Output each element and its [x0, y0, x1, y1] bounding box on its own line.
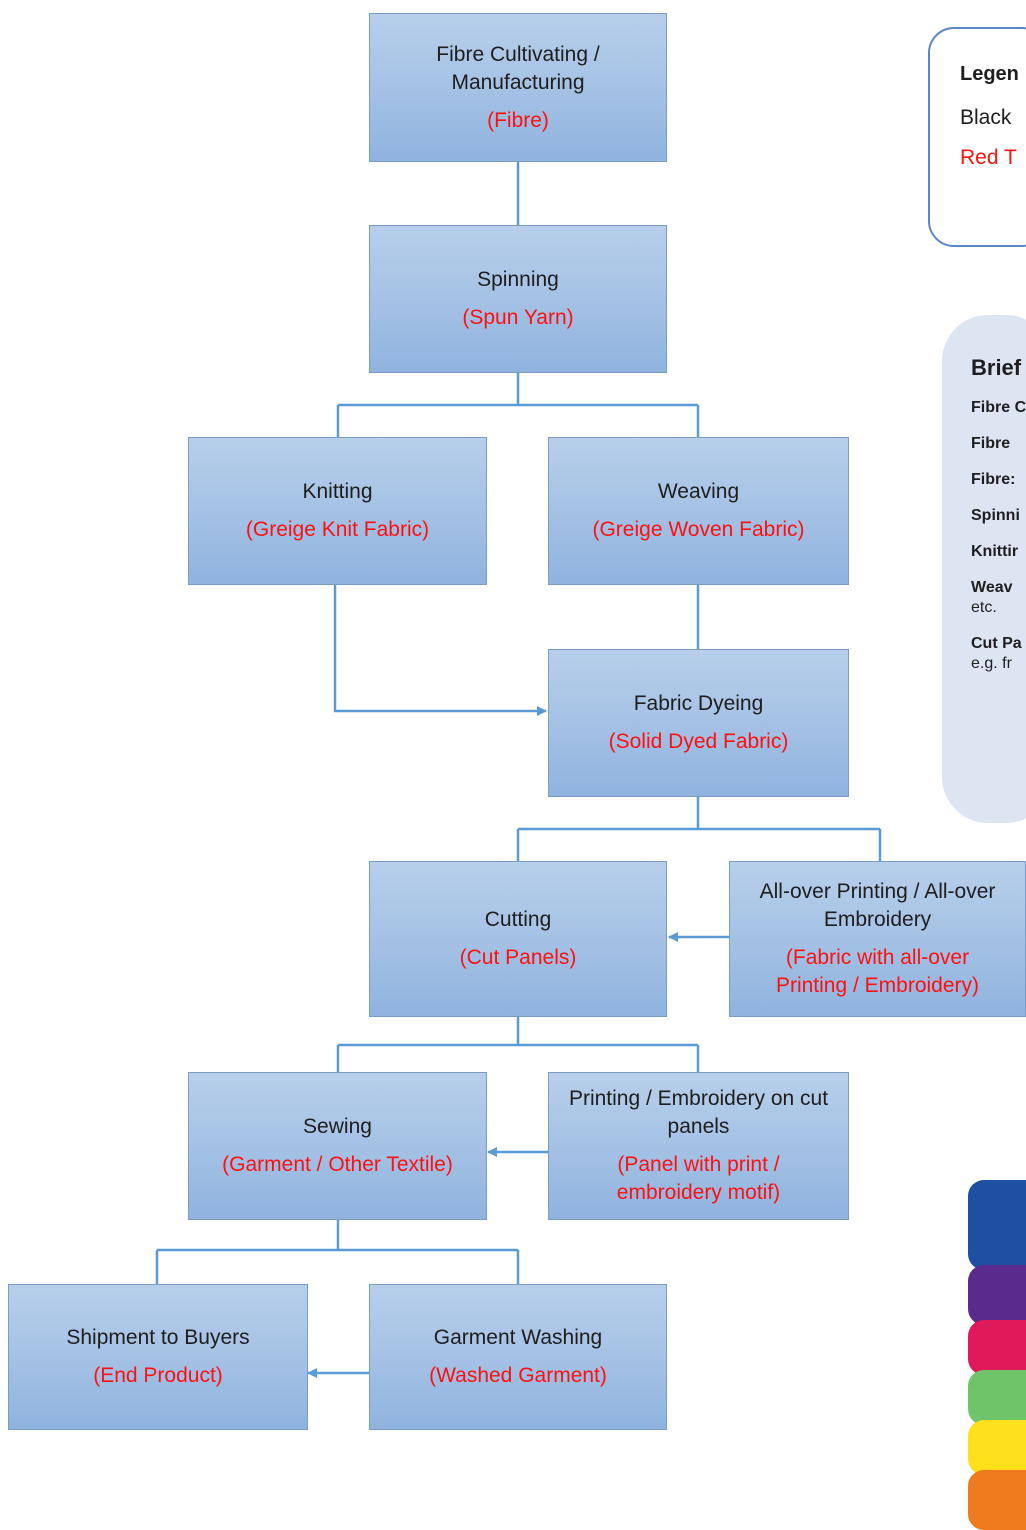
- node-title: Shipment to Buyers: [66, 1326, 250, 1349]
- brief-item-label: Cut Pa: [971, 635, 1022, 652]
- node-output: (Cut Panels): [459, 946, 577, 969]
- fabric-rolls-image: [968, 1180, 1026, 1530]
- legend-title: Legen: [960, 63, 1019, 85]
- brief-item-label: Weav: [971, 579, 1013, 596]
- connector-spinning-split: [336, 373, 700, 437]
- node-garment-washing: Garment Washing (Washed Garment): [369, 1284, 667, 1430]
- node-knitting: Knitting (Greige Knit Fabric): [188, 437, 487, 585]
- node-title: Fabric Dyeing: [633, 692, 764, 715]
- node-title: Spinning: [477, 268, 559, 291]
- brief-item: Fibre: [971, 435, 1026, 453]
- brief-item: Knittir: [971, 543, 1026, 561]
- node-title: All-over Printing / All-over Embroidery: [759, 880, 996, 931]
- node-output: (Solid Dyed Fabric): [608, 730, 789, 753]
- legend-box: Legen Black Red T: [928, 27, 1026, 247]
- brief-description-box: Brief Fibre C Fibre Fibre: Spinni Knitti…: [942, 315, 1026, 823]
- fabric-roll-pink: [968, 1320, 1026, 1375]
- brief-item-label: Fibre:: [971, 471, 1016, 488]
- brief-item: Fibre:: [971, 471, 1026, 489]
- node-title: Cutting: [484, 908, 552, 931]
- brief-item: Cut Pa e.g. fr: [971, 635, 1026, 673]
- brief-item: Fibre C: [971, 399, 1026, 417]
- node-cutting: Cutting (Cut Panels): [369, 861, 667, 1017]
- brief-item: Weav etc.: [971, 579, 1026, 617]
- node-title: Garment Washing: [433, 1326, 603, 1349]
- brief-item-continuation: e.g. fr: [971, 655, 1012, 672]
- node-output: (Washed Garment): [429, 1364, 607, 1387]
- connector-cutting-split: [336, 1017, 700, 1072]
- node-weaving: Weaving (Greige Woven Fabric): [548, 437, 849, 585]
- fabric-roll-yellow: [968, 1420, 1026, 1475]
- node-output: (Greige Knit Fabric): [245, 518, 430, 541]
- brief-title: Brief: [971, 355, 1022, 380]
- node-title: Weaving: [657, 480, 740, 503]
- fabric-roll-blue: [968, 1180, 1026, 1270]
- node-title: Printing / Embroidery on cut panels: [568, 1087, 829, 1138]
- node-output: (End Product): [93, 1364, 223, 1387]
- node-panel-printing: Printing / Embroidery on cut panels (Pan…: [548, 1072, 849, 1220]
- node-output: (Fibre): [487, 108, 549, 132]
- node-output: (Fabric with all-over Printing / Embroid…: [775, 946, 980, 997]
- node-title: Fibre Cultivating / Manufacturing: [436, 42, 600, 94]
- brief-item: Spinni: [971, 507, 1026, 525]
- node-fibre-cultivating: Fibre Cultivating / Manufacturing (Fibre…: [369, 13, 667, 162]
- brief-item-continuation: etc.: [971, 599, 997, 616]
- legend-black-row: Black: [960, 106, 1012, 129]
- connector-knitting-dyeing: [333, 585, 547, 716]
- node-title: Knitting: [302, 480, 373, 503]
- connector-dyeing-split: [516, 797, 882, 861]
- node-output: (Panel with print / embroidery motif): [616, 1153, 781, 1204]
- fabric-roll-green: [968, 1370, 1026, 1425]
- node-output: (Garment / Other Textile): [222, 1153, 453, 1176]
- brief-item-label: Knittir: [971, 543, 1019, 560]
- connector-lines: [155, 162, 882, 1378]
- node-shipment: Shipment to Buyers (End Product): [8, 1284, 308, 1430]
- node-output: (Greige Woven Fabric): [592, 518, 805, 541]
- legend-red-row: Red T: [960, 146, 1017, 169]
- node-fabric-dyeing: Fabric Dyeing (Solid Dyed Fabric): [548, 649, 849, 797]
- node-spinning: Spinning (Spun Yarn): [369, 225, 667, 373]
- node-allover-printing: All-over Printing / All-over Embroidery …: [729, 861, 1026, 1017]
- node-output: (Spun Yarn): [462, 306, 574, 329]
- fabric-roll-orange: [968, 1470, 1026, 1530]
- node-sewing: Sewing (Garment / Other Textile): [188, 1072, 487, 1220]
- brief-item-label: Fibre: [971, 435, 1011, 452]
- brief-item-label: Fibre C: [971, 399, 1026, 416]
- node-title: Sewing: [303, 1115, 372, 1138]
- brief-item-label: Spinni: [971, 507, 1020, 524]
- connector-sewing-split: [155, 1220, 520, 1284]
- fabric-roll-purple: [968, 1265, 1026, 1325]
